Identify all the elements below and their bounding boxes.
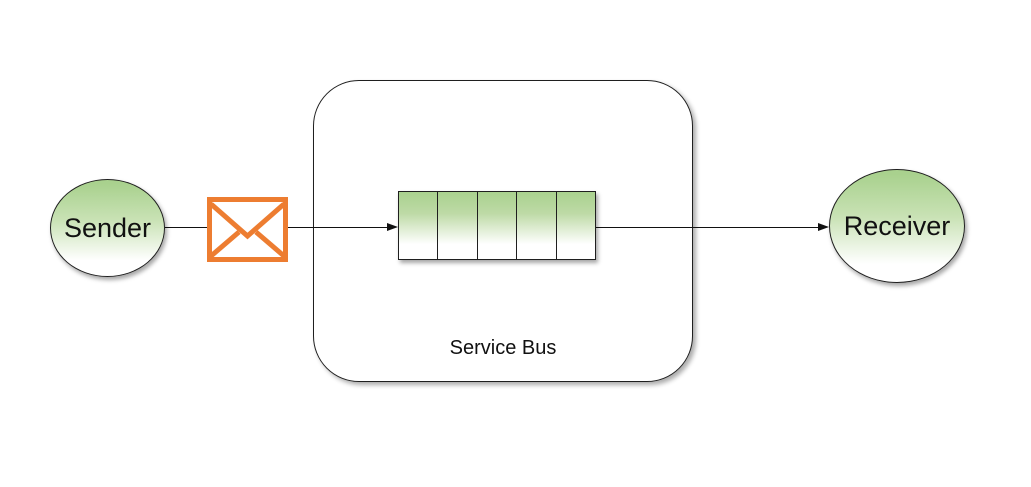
queue-segment	[438, 192, 478, 259]
node-sender: Sender	[50, 179, 165, 277]
connector-sender-to-message	[165, 227, 207, 229]
arrowhead-into-receiver	[818, 223, 829, 232]
connector-queue-to-receiver	[596, 227, 820, 229]
node-receiver-label: Receiver	[843, 210, 951, 241]
queue-segment	[556, 192, 596, 259]
queue-segment	[517, 192, 557, 259]
node-sender-label: Sender	[63, 212, 152, 243]
queue-segment	[477, 192, 518, 259]
connector-message-to-queue	[288, 227, 389, 229]
message-node	[207, 197, 288, 262]
envelope-icon	[207, 197, 288, 262]
arrowhead-into-queue	[387, 223, 398, 232]
queue-segment	[399, 192, 439, 259]
service-bus-label: Service Bus	[449, 337, 557, 359]
node-receiver: Receiver	[829, 169, 965, 283]
queue	[398, 191, 596, 260]
